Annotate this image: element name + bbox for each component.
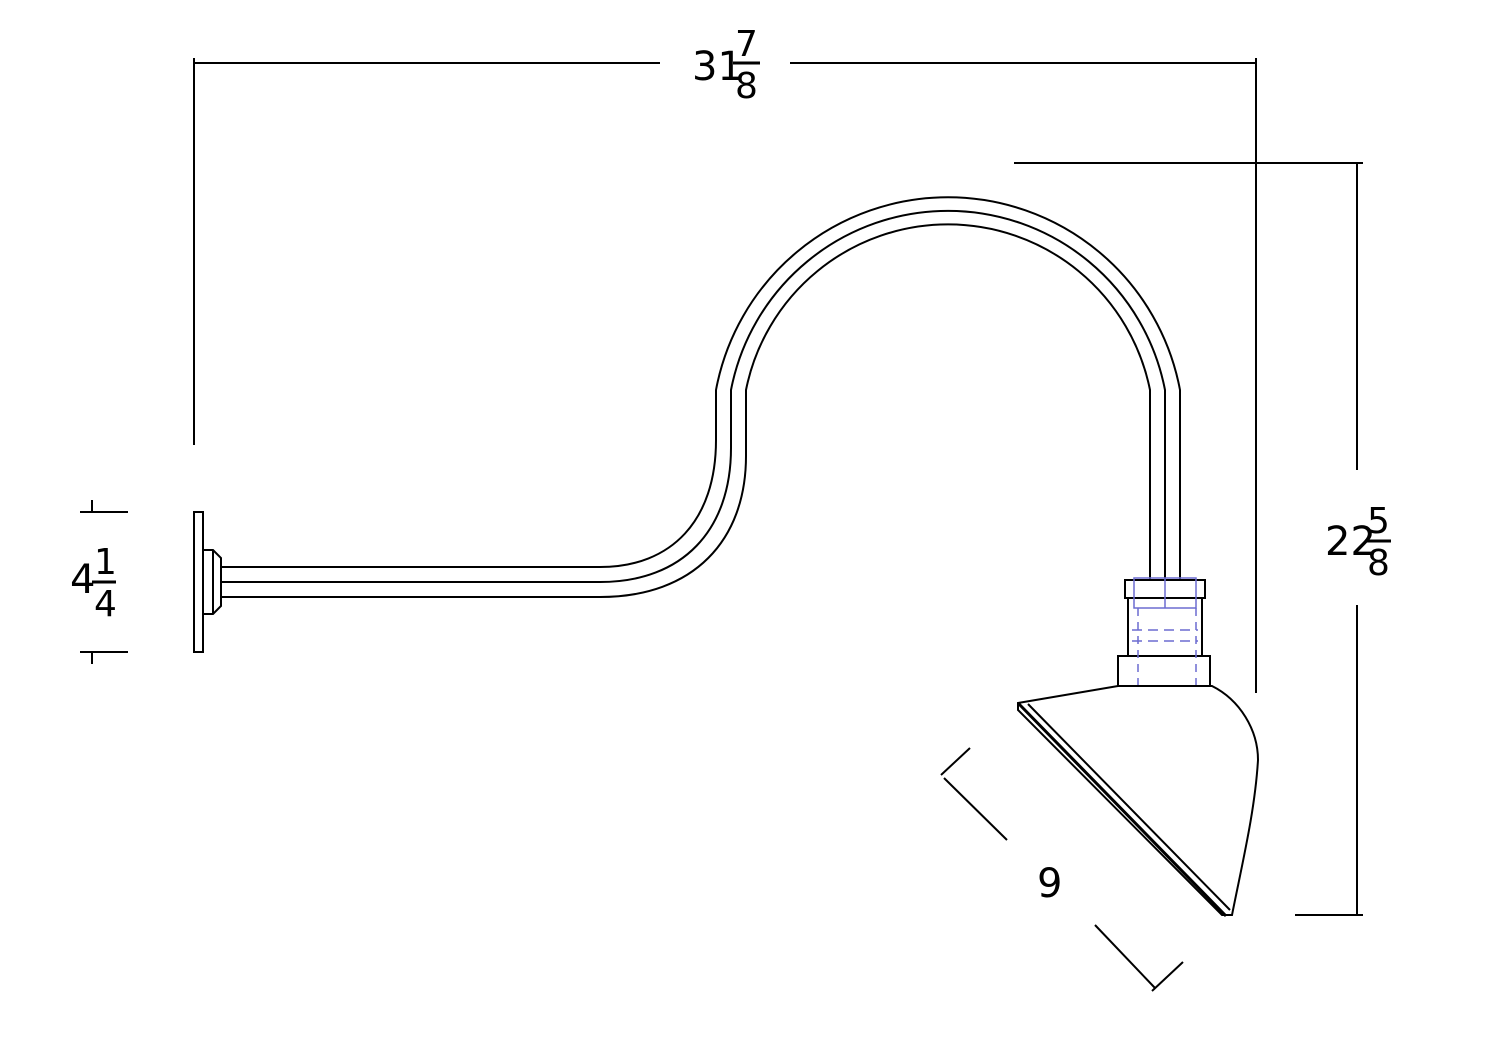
shade-diameter-upper-line [943,777,1008,841]
shade-diameter-dimension [940,747,1184,992]
arm-center-line [221,209,1166,583]
overall-width-denominator: 8 [735,66,758,107]
shade-diameter-label: 9 [1037,861,1062,907]
backplate-height-dimension [80,500,128,664]
fitter-ring [1117,655,1211,687]
shade-rim-inner [1027,703,1231,911]
gooseneck-arm [221,196,1181,598]
overall-height-denominator: 8 [1367,543,1390,584]
overall-height-label: 22 5 8 [1325,501,1391,584]
backplate [193,511,204,653]
arm-inner-line [221,223,1151,598]
shade-body [1017,685,1260,916]
angled-shade [1016,685,1260,918]
wall-backplate [193,511,222,653]
arm-outer-line [221,196,1181,580]
overall-height-dimension [1014,162,1363,916]
shade-diameter-lower-tick [1151,961,1184,992]
backplate-height-numerator: 1 [94,542,117,583]
overall-height-numerator: 5 [1367,501,1390,542]
shade-rim-outer [1016,701,1228,918]
shade-diameter-upper-tick [940,747,971,776]
overall-width-label: 31 7 8 [692,24,760,107]
backplate-height-whole: 4 [70,557,95,603]
overall-width-whole: 31 [692,44,743,90]
overall-width-numerator: 7 [735,24,758,65]
backplate-height-label: 4 1 4 [70,542,117,625]
backplate-height-denominator: 4 [94,584,117,625]
shade-diameter-lower-line [1094,924,1156,989]
